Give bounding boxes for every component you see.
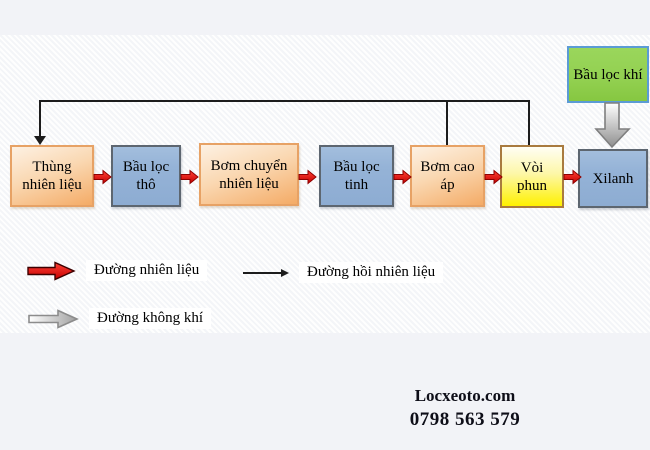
box-fuel-transfer-pump-label: Bơm chuyển nhiên liệu	[210, 157, 288, 192]
return-line-horizontal	[39, 100, 530, 102]
return-line-arrow-icon	[34, 136, 46, 145]
box-fuel-tank: Thùng nhiên liệu	[10, 145, 94, 207]
return-line-from-injector	[528, 100, 530, 145]
footer-phone: 0798 563 579	[409, 409, 521, 430]
footer-website: Locxeoto.com	[414, 386, 516, 405]
box-fuel-transfer-pump: Bơm chuyển nhiên liệu	[199, 143, 299, 206]
box-injector: Vòi phun	[500, 145, 564, 208]
fuel-flow-arrow-icon	[393, 169, 412, 185]
box-fine-filter-label: Bầu lọc tinh	[333, 159, 380, 193]
box-injector-label: Vòi phun	[517, 159, 547, 194]
legend-air-line-arrow-icon	[28, 308, 79, 329]
box-fine-filter: Bầu lọc tinh	[319, 145, 394, 207]
legend-air-line-label: Đường không khí	[89, 308, 212, 329]
return-line-from-high-pressure-pump	[446, 100, 448, 145]
fuel-flow-arrow-icon	[484, 169, 503, 185]
fuel-flow-arrow-icon	[563, 169, 582, 185]
legend-fuel-line-arrow-icon	[27, 260, 76, 281]
box-fuel-tank-label: Thùng nhiên liệu	[22, 159, 82, 193]
air-flow-arrow-icon	[593, 102, 631, 154]
fuel-flow-arrow-icon	[93, 169, 112, 185]
legend-fuel-return-line-label: Đường hồi nhiên liệu	[299, 262, 444, 283]
box-high-pressure-pump-label: Bơm cao áp	[420, 159, 475, 193]
footer: Locxeoto.com 0798 563 579	[354, 386, 576, 431]
legend-fuel-return-line: Đường hồi nhiên liệu	[243, 262, 444, 283]
box-cylinder-label: Xilanh	[592, 170, 634, 187]
legend-air-line: Đường không khí	[27, 308, 212, 329]
box-cylinder: Xilanh	[578, 149, 648, 208]
box-high-pressure-pump: Bơm cao áp	[410, 145, 485, 207]
legend-fuel-line-label: Đường nhiên liệu	[86, 260, 208, 281]
fuel-flow-arrow-icon	[180, 169, 199, 185]
box-air-filter-label: Bầu lọc khí	[573, 66, 643, 83]
box-coarse-filter-label: Bầu lọc thô	[122, 159, 170, 193]
legend-fuel-line: Đường nhiên liệu	[26, 260, 208, 281]
fuel-flow-arrow-icon	[298, 169, 317, 185]
legend-return-line-arrow-icon	[243, 268, 289, 277]
box-air-filter: Bầu lọc khí	[567, 46, 649, 103]
box-coarse-filter: Bầu lọc thô	[111, 145, 181, 207]
return-line-drop-to-tank	[39, 100, 41, 137]
